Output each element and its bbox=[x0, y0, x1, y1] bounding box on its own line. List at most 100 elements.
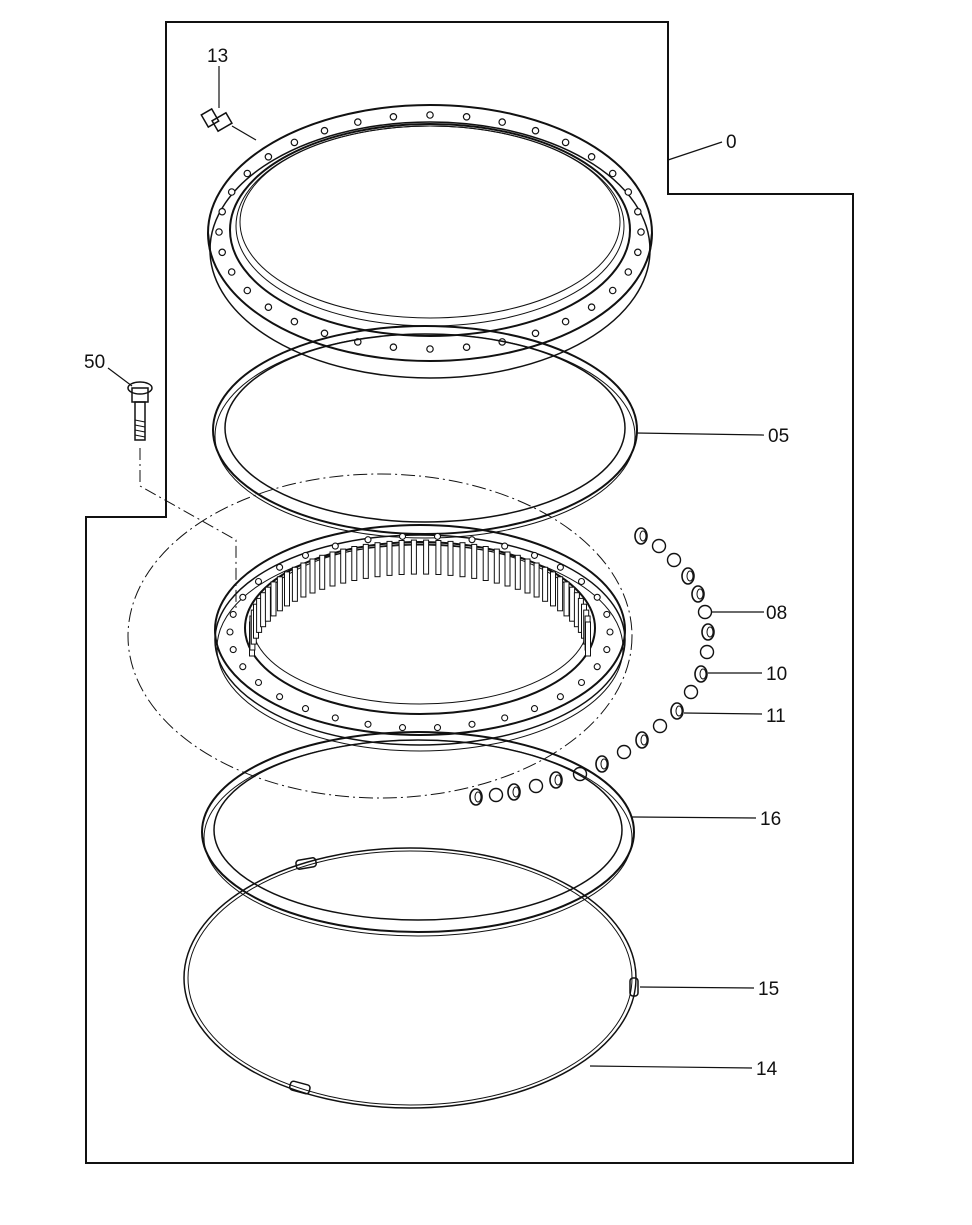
bolt-hole bbox=[577, 678, 586, 687]
callout-15-leader bbox=[639, 986, 755, 989]
spacer bbox=[701, 623, 715, 641]
bolt-hole bbox=[577, 577, 586, 586]
gear-tooth bbox=[309, 558, 316, 594]
gear-tooth bbox=[423, 539, 430, 575]
callout-10-label: 10 bbox=[766, 664, 787, 685]
bolt-hole bbox=[276, 563, 284, 571]
gear-tooth bbox=[459, 542, 466, 578]
bolt-hole bbox=[433, 532, 442, 540]
bolt-hole bbox=[501, 714, 509, 722]
assembly-boundary bbox=[85, 21, 854, 1164]
callout-16-leader bbox=[631, 816, 757, 819]
callout-13-label: 13 bbox=[207, 46, 228, 67]
bolt-hole bbox=[290, 138, 299, 147]
gear-tooth bbox=[524, 558, 531, 594]
bolt-hole bbox=[633, 248, 642, 257]
gear-tooth bbox=[398, 540, 405, 575]
gear-tooth bbox=[276, 576, 283, 612]
spacer bbox=[635, 731, 649, 749]
callout-05-label: 05 bbox=[768, 426, 789, 447]
bolt-hole bbox=[608, 286, 617, 295]
bolt-hole bbox=[218, 248, 227, 257]
bolt-hole bbox=[603, 646, 611, 654]
inner-ring bbox=[214, 524, 626, 752]
bolt-hole bbox=[426, 111, 434, 119]
callout-16-label: 16 bbox=[760, 809, 781, 830]
bolt-hole bbox=[227, 268, 236, 276]
bolt-hole bbox=[301, 705, 310, 713]
bolt-hole bbox=[531, 126, 540, 135]
lower-seal bbox=[201, 731, 635, 937]
plug-pieces bbox=[288, 857, 639, 1095]
spacer-face bbox=[696, 588, 704, 600]
bolt-hole bbox=[364, 536, 372, 544]
bolt-hole bbox=[593, 593, 601, 601]
callout-0-leader bbox=[667, 141, 723, 161]
callout-11-label: 11 bbox=[766, 706, 786, 727]
bolt-hole bbox=[398, 532, 407, 540]
bolt bbox=[127, 381, 237, 610]
gear-tooth bbox=[447, 540, 454, 576]
gear-tooth bbox=[569, 586, 576, 622]
gear-tooth bbox=[482, 546, 489, 581]
ball bbox=[616, 744, 632, 760]
bolt-hole bbox=[606, 628, 614, 636]
wire-ring bbox=[183, 847, 637, 1109]
bolt-hole bbox=[587, 303, 596, 312]
bolt-hole bbox=[264, 303, 273, 312]
gear-tooth bbox=[270, 581, 277, 617]
bolt-hole bbox=[587, 153, 596, 161]
spacer-face bbox=[706, 626, 714, 638]
spacer-face bbox=[554, 774, 562, 786]
gear-tooth bbox=[410, 539, 417, 575]
bolt-hole bbox=[218, 207, 227, 216]
spacer-face bbox=[640, 734, 648, 746]
bolt-hole bbox=[561, 317, 570, 326]
bolt-hole bbox=[264, 153, 273, 161]
spacer-face bbox=[686, 570, 694, 582]
bolt-hole bbox=[603, 610, 611, 618]
gear-tooth bbox=[362, 543, 369, 579]
bolt-hole bbox=[531, 329, 540, 338]
spacer bbox=[634, 527, 648, 545]
gear-tooth bbox=[557, 576, 564, 612]
ball bbox=[699, 644, 715, 660]
callouts: 0 13 50 05 08 10 11 16 15 14 bbox=[84, 46, 789, 1080]
grease-fitting bbox=[200, 107, 257, 141]
bolt-hole bbox=[229, 646, 237, 654]
gear-tooth bbox=[264, 586, 271, 622]
bolt-hole bbox=[254, 678, 263, 687]
spacer-face bbox=[512, 786, 520, 798]
spacer bbox=[549, 771, 563, 789]
callout-50-label: 50 bbox=[84, 352, 105, 373]
bolt-hole bbox=[389, 113, 398, 121]
spacer bbox=[694, 665, 708, 683]
ball bbox=[651, 538, 667, 554]
gear-tooth bbox=[351, 546, 358, 581]
callout-15-label: 15 bbox=[758, 979, 779, 1000]
upper-seal bbox=[212, 325, 638, 539]
spacer bbox=[469, 788, 483, 806]
ball bbox=[666, 552, 682, 568]
ball bbox=[488, 787, 504, 803]
bolt-hole bbox=[637, 228, 645, 236]
gear-tooth bbox=[329, 551, 336, 587]
bolt-hole bbox=[254, 577, 263, 586]
gear-tooth bbox=[291, 566, 298, 602]
bolt-hole bbox=[556, 563, 564, 571]
spacer-face bbox=[699, 668, 707, 680]
bolt-hole bbox=[215, 228, 223, 236]
spacer-face bbox=[474, 791, 482, 803]
bolt-hole bbox=[398, 724, 407, 732]
callout-14-leader bbox=[589, 1065, 753, 1069]
ball bbox=[528, 778, 544, 794]
callout-08-label: 08 bbox=[766, 603, 787, 624]
gear-tooth bbox=[585, 621, 591, 657]
ball bbox=[652, 718, 668, 734]
spacer-face bbox=[675, 705, 683, 717]
bolt-hole bbox=[501, 542, 509, 550]
ball-track-path bbox=[127, 473, 633, 799]
gear-tooth bbox=[542, 566, 549, 602]
bolt-hole bbox=[290, 317, 299, 326]
bolt-hole bbox=[462, 113, 471, 121]
